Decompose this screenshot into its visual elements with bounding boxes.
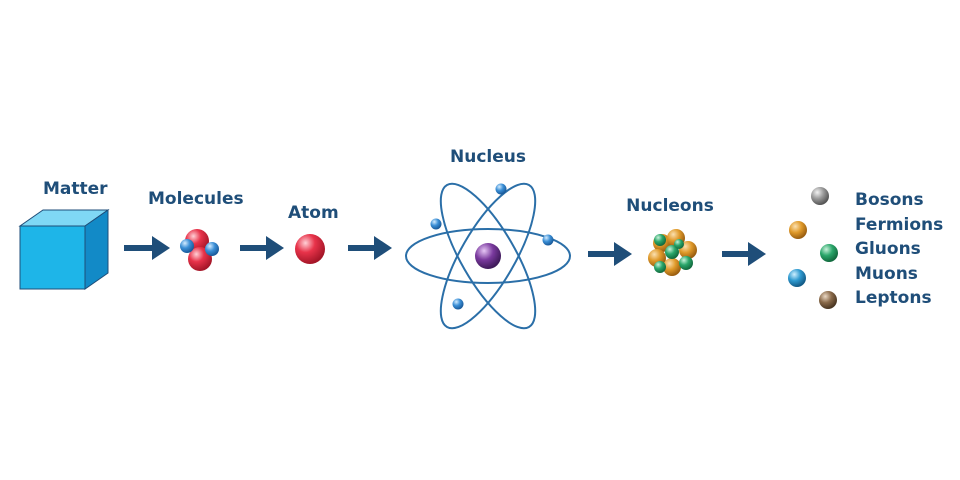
- lepton-particle-icon: [819, 291, 837, 309]
- atom-label: Atom: [288, 203, 339, 223]
- arrow-icon: [348, 236, 392, 260]
- matter-label: Matter: [43, 179, 108, 199]
- atom-icon: [295, 234, 325, 264]
- nucleons-cluster-icon: [648, 229, 697, 276]
- fermion-particle-icon: [789, 221, 807, 239]
- matter-cube-icon: [18, 209, 110, 290]
- molecules-label: Molecules: [148, 189, 244, 209]
- nucleons-label: Nucleons: [626, 196, 714, 216]
- particle-label-bosons: Bosons: [855, 190, 924, 210]
- boson-particle-icon: [811, 187, 829, 205]
- muon-particle-icon: [788, 269, 806, 287]
- molecule-icon: [180, 229, 219, 271]
- nucleus-label: Nucleus: [450, 147, 526, 167]
- arrow-icon: [124, 236, 170, 260]
- particle-label-gluons: Gluons: [855, 239, 921, 259]
- particle-label-muons: Muons: [855, 263, 918, 284]
- particle-list: Bosons Fermions Gluons Muons Leptons: [855, 188, 943, 311]
- particle-label-leptons: Leptons: [855, 288, 932, 308]
- arrow-icon: [722, 242, 766, 266]
- arrow-icon: [240, 236, 284, 260]
- atom-model-icon: [405, 182, 571, 330]
- arrow-icon: [588, 242, 632, 266]
- particle-label-fermions: Fermions: [855, 214, 944, 235]
- gluon-particle-icon: [820, 244, 838, 262]
